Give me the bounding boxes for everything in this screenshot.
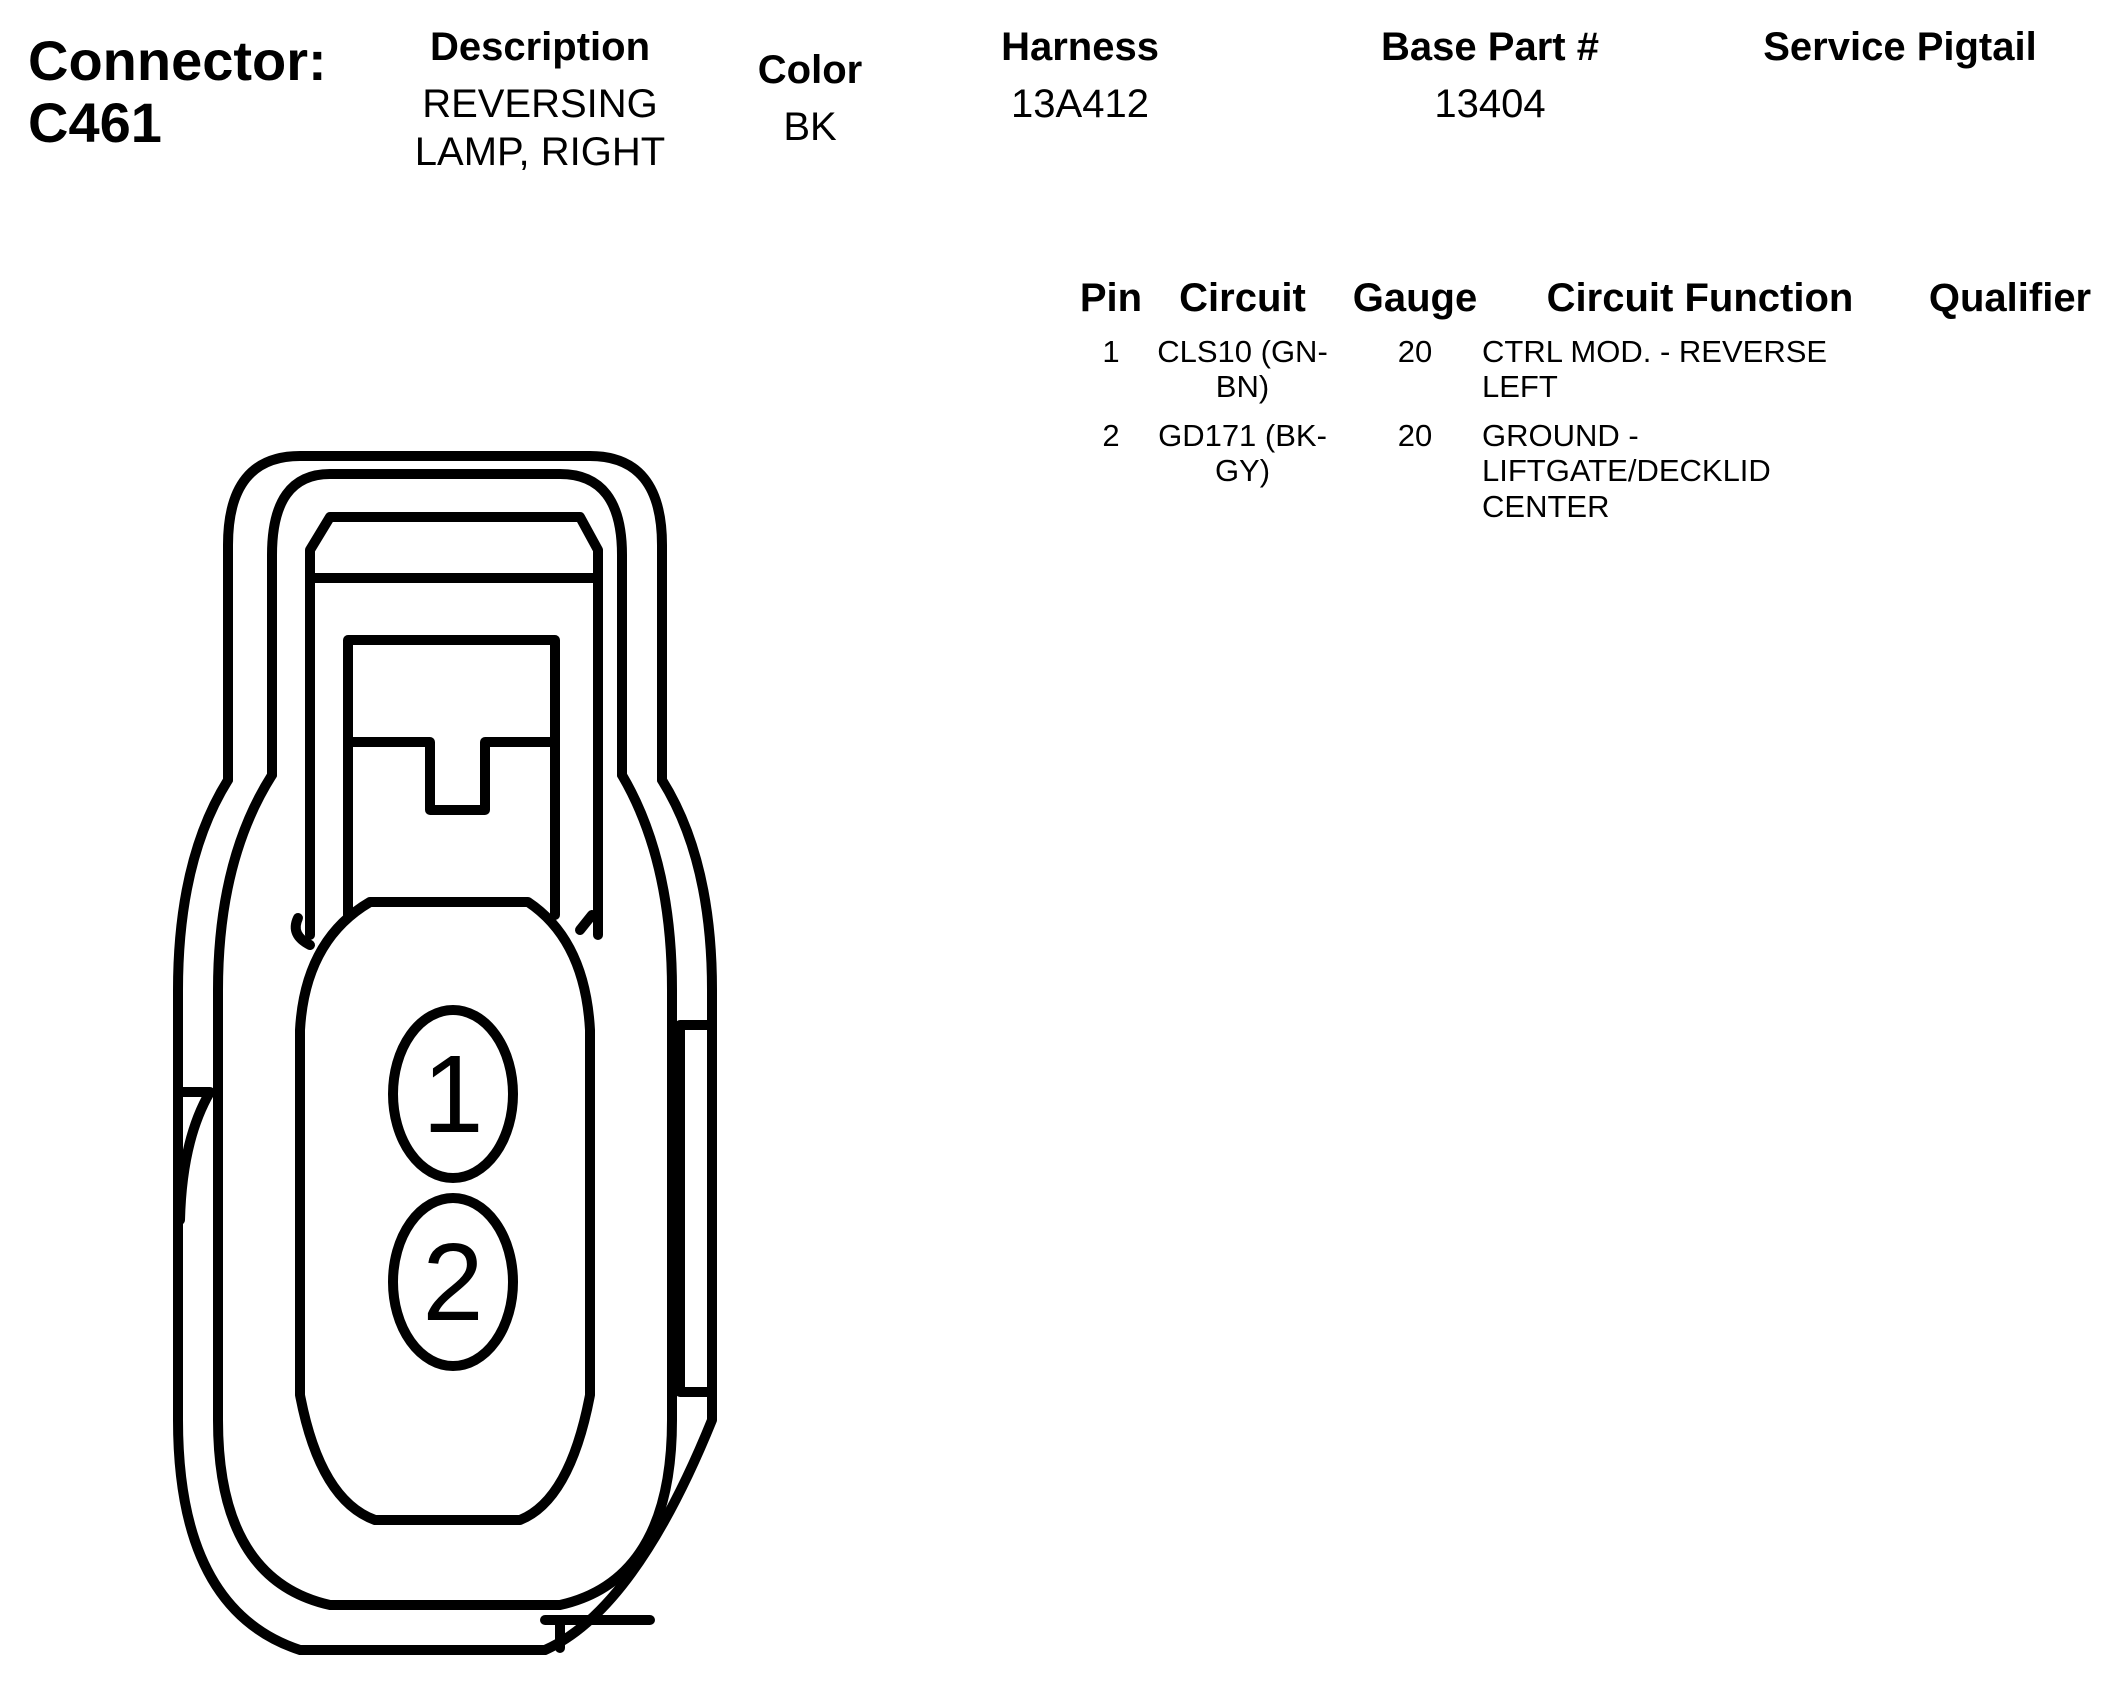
- connector-title: Connector: C461: [28, 30, 327, 153]
- gauge-cell: 20: [1397, 418, 1433, 453]
- color-value: BK: [783, 105, 837, 149]
- connector-label: Connector:: [28, 29, 327, 92]
- base-part-value: 13404: [1434, 82, 1546, 126]
- left-key-rib: [173, 1087, 215, 1225]
- circuit-line: BN): [1215, 369, 1270, 405]
- circuit-function-cell: CTRL MOD. - REVERSE LEFT: [1482, 334, 1902, 405]
- connector-id: C461: [28, 90, 162, 154]
- gauge-cell: 20: [1397, 334, 1433, 369]
- color-heading: Color: [757, 48, 863, 92]
- right-key-rib: [675, 1020, 717, 1397]
- connector-face-diagram: 1 2: [173, 451, 717, 1655]
- outer-latch-housing: [223, 451, 667, 785]
- circuit-header: Circuit: [1179, 276, 1306, 320]
- inner-latch-housing: [267, 469, 627, 780]
- description-value: REVERSING LAMP, RIGHT: [370, 80, 710, 176]
- circuit-function-header: Circuit Function: [1546, 276, 1854, 320]
- service-pigtail-heading: Service Pigtail: [1763, 25, 2037, 69]
- latch-notch: [345, 737, 558, 815]
- latch-tab: [305, 512, 603, 940]
- description-value-line: REVERSING: [422, 82, 658, 126]
- pin-2-terminal: 2: [388, 1193, 518, 1371]
- circuit-line: GY): [1214, 453, 1271, 489]
- function-line: GROUND -: [1482, 418, 1639, 453]
- function-line: LEFT: [1482, 369, 1558, 405]
- base-part-column: Base Part # 13404: [1340, 24, 1640, 128]
- outer-body: [173, 775, 717, 1655]
- harness-heading: Harness: [1001, 25, 1159, 69]
- service-pigtail-column: Service Pigtail: [1720, 24, 2080, 80]
- gauge-header: Gauge: [1352, 276, 1478, 320]
- base-part-heading: Base Part #: [1381, 25, 1599, 69]
- inner-body: [213, 770, 677, 1610]
- color-column: Color BK: [730, 47, 890, 151]
- pin-number: 2: [1102, 418, 1120, 453]
- harness-column: Harness 13A412: [940, 24, 1220, 128]
- circuit-function-cell: GROUND - LIFTGATE/DECKLID CENTER: [1482, 418, 1902, 524]
- pin-2-label: 2: [422, 1221, 483, 1344]
- circuit-cell: CLS10 (GN- BN): [1140, 334, 1345, 405]
- circuit-line: GD171 (BK-: [1158, 418, 1327, 453]
- pin-1-terminal: 1: [388, 1005, 518, 1183]
- qualifier-header: Qualifier: [1928, 276, 2092, 320]
- circuit-cell: GD171 (BK- GY): [1140, 418, 1345, 489]
- description-column: Description REVERSING LAMP, RIGHT: [370, 24, 710, 176]
- description-heading: Description: [429, 25, 651, 69]
- function-line: LIFTGATE/DECKLID: [1482, 453, 1771, 489]
- pin-header: Pin: [1079, 276, 1143, 320]
- pin-number: 1: [1102, 334, 1120, 369]
- circuit-line: CLS10 (GN-: [1157, 334, 1328, 369]
- latch-window: [343, 635, 560, 920]
- harness-value: 13A412: [1011, 82, 1149, 126]
- bottom-latch-stub: [540, 1615, 655, 1653]
- function-line: CENTER: [1482, 488, 1610, 524]
- description-value-line: LAMP, RIGHT: [414, 130, 666, 174]
- pin-1-label: 1: [422, 1033, 483, 1156]
- function-line: CTRL MOD. - REVERSE: [1482, 334, 1828, 369]
- pin-cavity-block: [295, 897, 595, 1525]
